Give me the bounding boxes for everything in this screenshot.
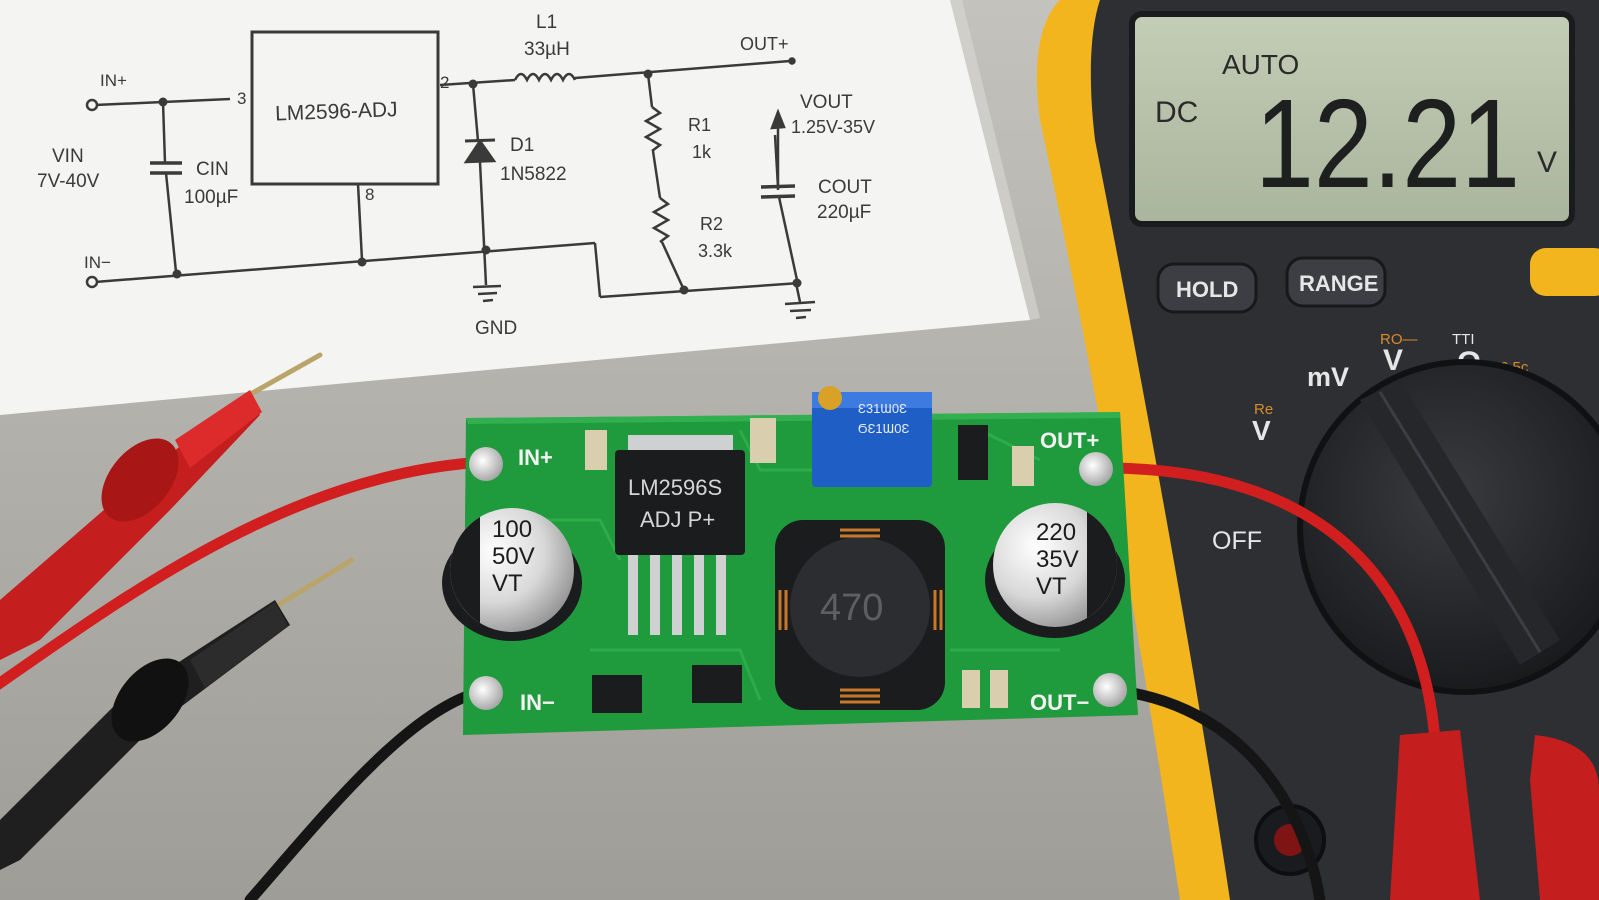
hold-button-label: HOLD	[1176, 277, 1238, 302]
inductor-marking: 470	[820, 587, 883, 629]
black-probe	[0, 557, 355, 870]
schematic-in-plus: IN+	[100, 71, 127, 90]
dial-small-vac: Re	[1254, 401, 1273, 418]
schematic-vin-label: VIN	[52, 146, 84, 167]
dial-mv: mV	[1307, 362, 1349, 392]
input-black-lead	[244, 689, 476, 900]
pcb-out-minus: OUT−	[1030, 690, 1089, 715]
lcd-dc: DC	[1155, 96, 1198, 129]
rotary-knob[interactable]	[1297, 359, 1599, 695]
output-black-lead	[1104, 684, 1326, 900]
power-inductor: 470	[775, 520, 945, 710]
input-capacitor: 100 50V VT	[442, 508, 582, 641]
dial-vac: V	[1252, 415, 1271, 446]
range-button[interactable]	[1285, 256, 1387, 308]
ic-marking-line1: LM2596S	[628, 475, 722, 500]
buck-converter-pcb: IN+ IN− OUT+ OUT− LM2596S ADJ P+	[442, 386, 1138, 735]
schematic-vout-label: VOUT	[800, 92, 853, 113]
schematic-r2-value: 3.3k	[698, 241, 733, 261]
schematic-r1-value: 1k	[692, 142, 712, 162]
schematic-cout-value: 220µF	[817, 202, 871, 223]
lcd-unit: V	[1537, 146, 1557, 179]
schematic-ic-label: LM2596-ADJ	[275, 98, 398, 125]
cap-out-series: VT	[1036, 573, 1067, 600]
select-button[interactable]	[1530, 248, 1599, 296]
schematic-paper: LM2596-ADJ IN+ IN− OUT+ VIN 7V-40V CIN 1…	[0, 0, 1040, 415]
cap-in-voltage: 50V	[492, 543, 535, 570]
schematic-gnd-label: GND	[475, 318, 517, 339]
schematic-l1-label: L1	[536, 12, 557, 33]
cap-in-value: 100	[492, 516, 532, 543]
range-button-label: RANGE	[1299, 271, 1378, 296]
pad-out-plus	[1079, 452, 1113, 486]
schematic-cin-label: CIN	[196, 159, 229, 180]
multimeter: AUTO DC 12.21 V HOLD RANGE mV V Ω A V OF…	[1036, 0, 1599, 900]
schematic-pin-3: 3	[237, 89, 246, 108]
schematic-cout-label: COUT	[818, 177, 872, 198]
pcb-out-plus: OUT+	[1040, 428, 1099, 453]
cap-out-value: 220	[1036, 519, 1076, 546]
schematic-pin-2: 2	[440, 73, 449, 92]
schematic-labels: LM2596-ADJ IN+ IN− OUT+ VIN 7V-40V CIN 1…	[37, 12, 875, 339]
schematic-r1-label: R1	[688, 115, 711, 135]
input-red-lead	[0, 457, 476, 690]
cap-in-series: VT	[492, 570, 523, 597]
schematic-cin-value: 100µF	[184, 187, 238, 208]
schematic-r2-label: R2	[700, 214, 723, 234]
pcb-in-plus: IN+	[518, 445, 553, 470]
meter-lcd	[1129, 11, 1575, 227]
hold-button[interactable]	[1156, 262, 1258, 314]
pcb-in-minus: IN−	[520, 690, 555, 715]
schematic-d1-label: D1	[510, 135, 534, 156]
cap-out-voltage: 35V	[1036, 546, 1079, 573]
schematic-vin-range: 7V-40V	[37, 171, 100, 192]
dial-v: V	[1383, 344, 1403, 377]
lcd-auto: AUTO	[1222, 49, 1299, 80]
pad-out-minus	[1093, 673, 1127, 707]
dial-small-v: RO—	[1380, 331, 1418, 348]
schematic-nodes	[158, 69, 802, 295]
lm2596-ic: LM2596S ADJ P+	[615, 435, 745, 635]
dial-small-ohm: TTI	[1452, 331, 1475, 348]
pad-in-plus	[469, 447, 503, 481]
dial-off: OFF	[1212, 527, 1262, 555]
schematic-d1-value: 1N5822	[500, 164, 567, 185]
output-red-lead	[1104, 462, 1441, 746]
schematic-out-plus: OUT+	[740, 34, 789, 54]
schematic-l1-value: 33µH	[524, 39, 570, 60]
trimpot[interactable]: Ɛ31Ɯ0Ɛ ϬƐ1Ɯ0Ɛ	[812, 386, 932, 487]
pad-in-minus	[469, 676, 503, 710]
trimpot-code-1: Ɛ31Ɯ0Ɛ	[858, 401, 907, 416]
schematic-in-minus: IN−	[84, 253, 111, 272]
ic-marking-line2: ADJ P+	[640, 507, 715, 532]
lcd-reading: 12.21	[1255, 73, 1520, 214]
trimpot-code-2: ϬƐ1Ɯ0Ɛ	[858, 421, 909, 436]
schematic-vout-range: 1.25V-35V	[791, 117, 875, 137]
schematic-pin-8: 8	[365, 185, 374, 204]
output-capacitor: 220 35V VT	[985, 503, 1125, 638]
red-banana-plug	[1390, 730, 1480, 900]
red-probe	[0, 352, 323, 660]
